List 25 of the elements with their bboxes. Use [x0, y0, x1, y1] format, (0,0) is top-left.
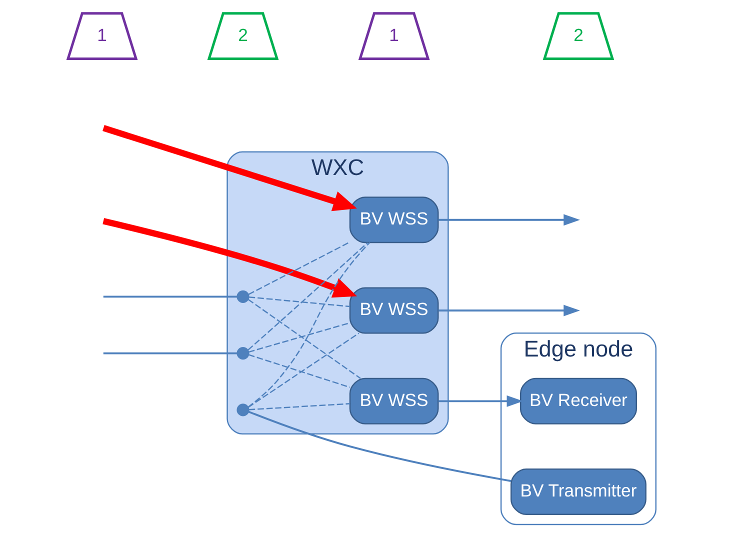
- connector: [248, 410, 512, 482]
- node-circle: [236, 290, 250, 303]
- connector: [248, 242, 368, 350]
- connector: [248, 332, 360, 408]
- connector: [248, 298, 361, 379]
- connector: [103, 352, 238, 354]
- arrow: [102, 125, 357, 212]
- node-circle: [236, 347, 250, 360]
- arrow: [438, 214, 580, 226]
- connector: [248, 403, 350, 410]
- connector: [248, 242, 370, 408]
- connector: [248, 296, 350, 308]
- connector: [103, 296, 238, 298]
- arrow: [102, 218, 358, 298]
- node-box: BV WSS: [349, 378, 439, 424]
- connector: [248, 322, 350, 353]
- node-box: BV Receiver: [520, 378, 638, 424]
- arrow: [438, 395, 524, 407]
- connector: [248, 242, 350, 295]
- node-box: BV WSS: [349, 196, 439, 244]
- node-circle: [236, 404, 250, 416]
- arrow: [438, 304, 580, 316]
- connector: [248, 354, 350, 388]
- node-box: BV Transmitter: [510, 468, 646, 516]
- node-box: BV WSS: [349, 287, 439, 334]
